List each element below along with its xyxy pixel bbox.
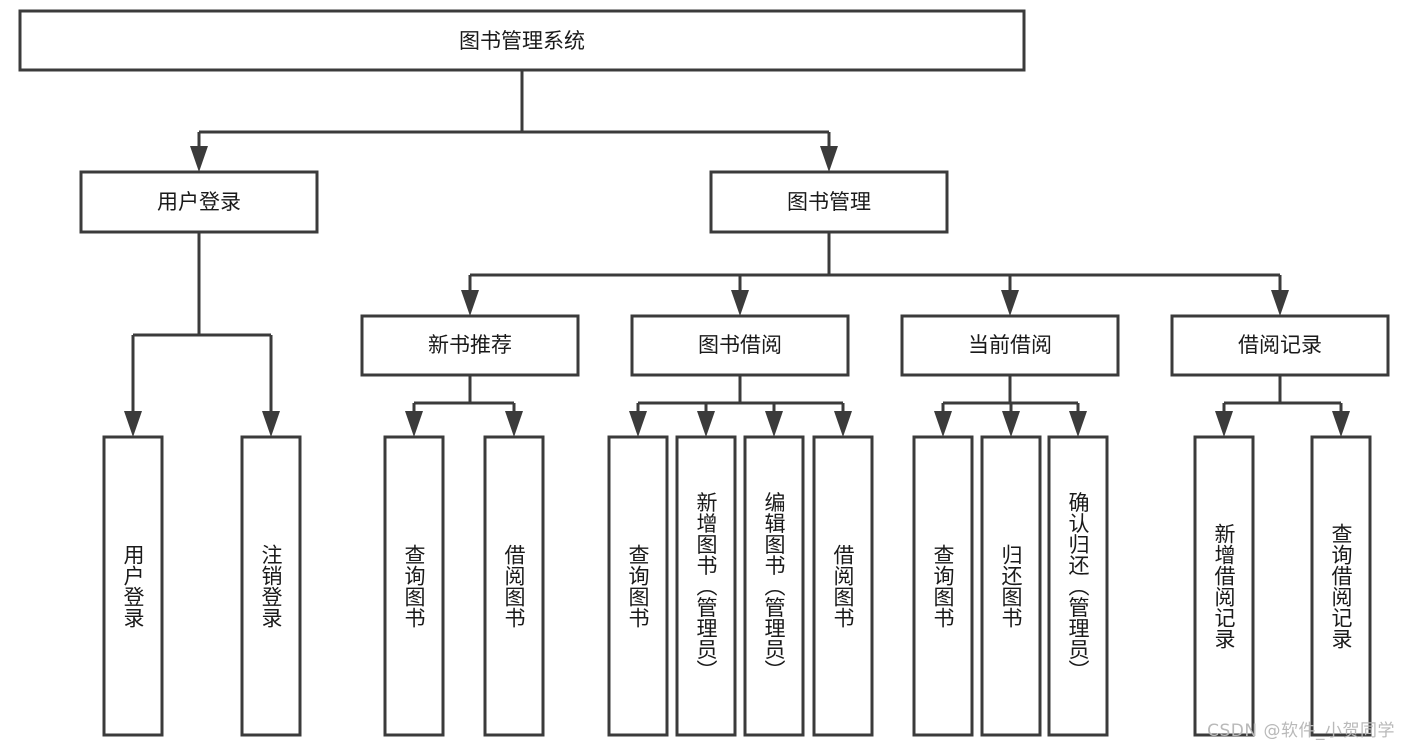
node-current-borrow[interactable]: 当前借阅	[900, 314, 1120, 377]
node-book-borrow[interactable]: 图书借阅	[630, 314, 850, 377]
node-label-leaf-user-login-1: 注销登录	[259, 544, 283, 628]
node-leaf-book-borrow-0[interactable]: 查询图书	[607, 435, 669, 737]
node-box-book-borrow[interactable]	[630, 314, 850, 377]
node-label-book-management: 图书管理	[787, 190, 871, 214]
node-leaf-current-borrow-0[interactable]: 查询图书	[912, 435, 974, 737]
node-label-leaf-borrow-record-1: 查询借阅记录	[1329, 523, 1353, 649]
node-label-book-borrow: 图书借阅	[698, 333, 782, 357]
node-book-management[interactable]: 图书管理	[709, 170, 949, 234]
node-label-leaf-current-borrow-1: 归还图书	[999, 544, 1023, 628]
node-box-leaf-current-borrow-2[interactable]	[1047, 435, 1109, 737]
arrow-head-book-borrow	[731, 290, 749, 316]
node-leaf-book-borrow-1[interactable]: 新增图书（管理员）	[675, 435, 737, 737]
node-leaf-borrow-record-1[interactable]: 查询借阅记录	[1310, 435, 1372, 737]
arrow-head-current-borrow	[1001, 290, 1019, 316]
node-label-leaf-book-borrow-0: 查询图书	[626, 544, 650, 628]
node-box-borrow-record[interactable]	[1170, 314, 1390, 377]
node-leaf-new-book-1[interactable]: 借阅图书	[483, 435, 545, 737]
node-label-leaf-book-borrow-3: 借阅图书	[831, 544, 855, 628]
node-label-leaf-borrow-record-0: 新增借阅记录	[1212, 523, 1236, 649]
node-label-new-book-recommend: 新书推荐	[428, 333, 512, 357]
node-leaf-borrow-record-0[interactable]: 新增借阅记录	[1193, 435, 1255, 737]
node-label-leaf-current-borrow-0: 查询图书	[931, 544, 955, 628]
node-box-leaf-new-book-1[interactable]	[483, 435, 545, 737]
node-label-borrow-record: 借阅记录	[1238, 333, 1322, 357]
connector-group-user-login	[124, 232, 280, 437]
arrow-head-user-login-leaf-1	[262, 411, 280, 437]
node-label-root-system: 图书管理系统	[459, 29, 585, 53]
node-box-leaf-current-borrow-1[interactable]	[980, 435, 1042, 737]
node-box-leaf-borrow-record-0[interactable]	[1193, 435, 1255, 737]
arrow-head-borrow-record-leaf-1	[1332, 411, 1350, 437]
arrow-head-book-borrow-leaf-0	[629, 411, 647, 437]
connector-group-root	[190, 70, 838, 172]
csdn-watermark: CSDN @软件_小贺同学	[1207, 721, 1395, 741]
node-label-leaf-new-book-0: 查询图书	[402, 544, 426, 628]
arrow-head-borrow-record	[1271, 290, 1289, 316]
connector-group-current-borrow	[934, 375, 1087, 437]
arrow-head-new-book-leaf-1	[505, 411, 523, 437]
arrow-head-book-borrow-leaf-2	[765, 411, 783, 437]
node-leaf-current-borrow-1[interactable]: 归还图书	[980, 435, 1042, 737]
node-box-leaf-book-borrow-2[interactable]	[743, 435, 805, 737]
arrow-head-user-login-leaf-0	[124, 411, 142, 437]
node-label-leaf-current-borrow-2: 确认归还（管理员）	[1066, 492, 1090, 681]
node-box-leaf-book-borrow-1[interactable]	[675, 435, 737, 737]
arrow-head-current-borrow-leaf-0	[934, 411, 952, 437]
arrow-head-new-book-recommend	[461, 290, 479, 316]
node-box-leaf-current-borrow-0[interactable]	[912, 435, 974, 737]
node-label-leaf-user-login-0: 用户登录	[121, 544, 145, 628]
node-box-leaf-book-borrow-0[interactable]	[607, 435, 669, 737]
node-new-book-recommend[interactable]: 新书推荐	[360, 314, 580, 377]
arrow-head-book-borrow-leaf-3	[834, 411, 852, 437]
node-leaf-user-login-0[interactable]: 用户登录	[102, 435, 164, 737]
node-label-leaf-new-book-1: 借阅图书	[502, 544, 526, 628]
node-box-new-book-recommend[interactable]	[360, 314, 580, 377]
node-label-user-login: 用户登录	[157, 190, 241, 214]
node-label-current-borrow: 当前借阅	[968, 333, 1052, 357]
node-box-leaf-book-borrow-3[interactable]	[812, 435, 874, 737]
node-box-user-login[interactable]	[79, 170, 319, 234]
node-leaf-new-book-0[interactable]: 查询图书	[383, 435, 445, 737]
node-box-leaf-new-book-0[interactable]	[383, 435, 445, 737]
arrow-head-current-borrow-leaf-1	[1002, 411, 1020, 437]
node-box-leaf-borrow-record-1[interactable]	[1310, 435, 1372, 737]
arrow-head-book-mgmt	[820, 146, 838, 172]
node-box-leaf-user-login-0[interactable]	[102, 435, 164, 737]
node-label-leaf-book-borrow-2: 编辑图书（管理员）	[762, 492, 786, 681]
arrow-head-borrow-record-leaf-0	[1215, 411, 1233, 437]
node-box-root-system[interactable]	[18, 9, 1026, 72]
connector-group-book-borrow	[629, 375, 852, 437]
arrow-head-user-login	[190, 146, 208, 172]
node-borrow-record[interactable]: 借阅记录	[1170, 314, 1390, 377]
arrow-head-book-borrow-leaf-1	[697, 411, 715, 437]
connector-group-new-book-recommend	[405, 375, 523, 437]
connector-group-book-mgmt	[461, 232, 1289, 316]
node-box-book-management[interactable]	[709, 170, 949, 234]
node-root-system[interactable]: 图书管理系统	[18, 9, 1026, 72]
connector-group-borrow-record	[1215, 375, 1350, 437]
arrow-head-new-book-leaf-0	[405, 411, 423, 437]
node-leaf-book-borrow-3[interactable]: 借阅图书	[812, 435, 874, 737]
arrow-head-current-borrow-leaf-2	[1069, 411, 1087, 437]
node-user-login[interactable]: 用户登录	[79, 170, 319, 234]
node-leaf-user-login-1[interactable]: 注销登录	[240, 435, 302, 737]
node-leaf-book-borrow-2[interactable]: 编辑图书（管理员）	[743, 435, 805, 737]
node-label-leaf-book-borrow-1: 新增图书（管理员）	[694, 492, 718, 681]
node-box-current-borrow[interactable]	[900, 314, 1120, 377]
node-box-leaf-user-login-1[interactable]	[240, 435, 302, 737]
node-leaf-current-borrow-2[interactable]: 确认归还（管理员）	[1047, 435, 1109, 737]
